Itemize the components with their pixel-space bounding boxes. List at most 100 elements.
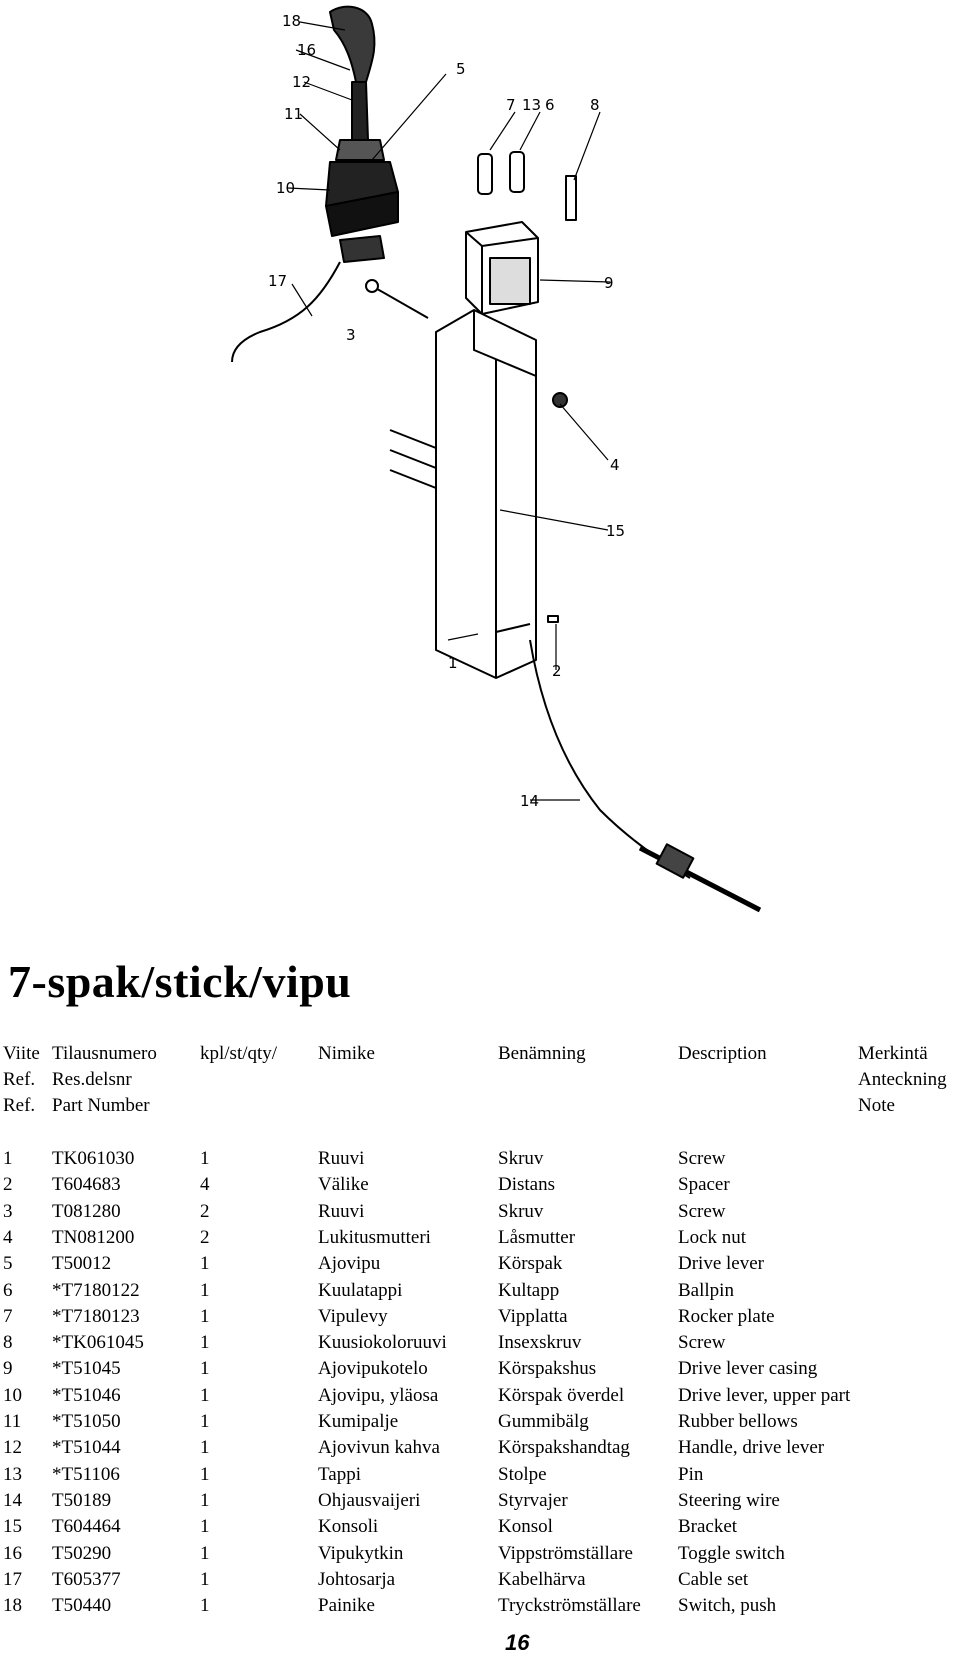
header-note: Anteckning <box>858 1069 947 1090</box>
callout-10: 10 <box>276 179 295 197</box>
part-part-number: T50189 <box>52 1489 112 1511</box>
callout-11: 11 <box>284 105 303 123</box>
part-nimike: Johtosarja <box>318 1568 396 1590</box>
part-description: Steering wire <box>678 1489 780 1511</box>
part-part-number: T50290 <box>52 1542 112 1564</box>
part-nimike: Ruuvi <box>318 1200 365 1222</box>
part-part-number: T50012 <box>52 1253 112 1275</box>
part-part-number: *T51044 <box>52 1437 121 1459</box>
part-ref: 1 <box>3 1148 13 1169</box>
header-description: Description <box>678 1043 767 1064</box>
part-qty: 2 <box>200 1200 210 1222</box>
part-part-number: *T7180123 <box>52 1305 140 1327</box>
lever-shaft <box>351 81 369 141</box>
part-benamning: Körspak överdel <box>498 1384 625 1406</box>
handle-knob <box>329 5 376 83</box>
part-description: Screw <box>678 1332 726 1354</box>
part-qty: 1 <box>200 1568 210 1590</box>
part-qty: 4 <box>200 1174 210 1196</box>
part-description: Pin <box>678 1463 704 1485</box>
part-qty: 1 <box>200 1463 210 1485</box>
part-nimike: Vipulevy <box>318 1305 388 1327</box>
part-ref: 6 <box>3 1279 13 1301</box>
part-ref: 3 <box>3 1200 13 1222</box>
callout-13: 13 <box>522 96 541 114</box>
part-benamning: Gummibälg <box>498 1411 589 1432</box>
part-description: Rubber bellows <box>678 1411 798 1432</box>
rubber-bellows <box>335 139 385 161</box>
part-nimike: Kumipalje <box>318 1411 399 1432</box>
part-benamning: Kultapp <box>498 1279 560 1301</box>
part-benamning: Vipplatta <box>498 1305 568 1327</box>
part-description: Cable set <box>678 1568 749 1590</box>
callout-7: 7 <box>506 96 516 114</box>
part-benamning: Insexskruv <box>498 1332 582 1354</box>
part-nimike: Konsoli <box>318 1516 379 1538</box>
part-ref: 9 <box>3 1358 13 1380</box>
part-part-number: T604464 <box>52 1516 121 1538</box>
callout-9: 9 <box>604 274 614 292</box>
part-benamning: Låsmutter <box>498 1226 576 1248</box>
part-ref: 15 <box>3 1516 22 1538</box>
part-description: Drive lever, upper part <box>678 1384 851 1406</box>
part-description: Screw <box>678 1148 726 1169</box>
exploded-parts-diagram: 18 16 12 11 10 17 3 5 7 13 6 8 9 4 15 1 … <box>231 5 762 913</box>
lever-collar <box>339 235 385 263</box>
header-note: Merkintä <box>858 1043 928 1064</box>
part-description: Switch, push <box>678 1595 777 1617</box>
part-description: Drive lever casing <box>678 1358 818 1380</box>
part-part-number: *T51045 <box>52 1358 121 1380</box>
part-description: Ballpin <box>678 1279 734 1301</box>
part-nimike: Ohjausvaijeri <box>318 1489 421 1511</box>
callout-12: 12 <box>292 73 311 91</box>
callout-5: 5 <box>456 60 466 78</box>
part-part-number: *T7180122 <box>52 1279 140 1301</box>
part-benamning: Tryckströmställare <box>498 1595 641 1617</box>
part-qty: 1 <box>200 1516 210 1538</box>
part-benamning: Stolpe <box>498 1463 547 1485</box>
part-nimike: Painike <box>318 1595 375 1617</box>
part-description: Rocker plate <box>678 1305 775 1327</box>
part-description: Handle, drive lever <box>678 1437 825 1459</box>
part-benamning: Körspak <box>498 1253 563 1275</box>
part-ref: 4 <box>3 1226 13 1248</box>
header-part-number: Tilausnumero <box>52 1043 157 1064</box>
part-part-number: TK061030 <box>52 1148 135 1169</box>
part-nimike: Ruuvi <box>318 1148 365 1169</box>
part-qty: 1 <box>200 1358 210 1380</box>
part-qty: 1 <box>200 1437 210 1459</box>
callout-15: 15 <box>606 522 625 540</box>
cable-set <box>231 261 341 363</box>
part-ref: 2 <box>3 1174 13 1196</box>
part-benamning: Kabelhärva <box>498 1568 586 1590</box>
part-nimike: Tappi <box>318 1463 361 1485</box>
part-ref: 8 <box>3 1332 13 1354</box>
part-qty: 2 <box>200 1226 210 1248</box>
header-nimike: Nimike <box>318 1043 375 1064</box>
part-benamning: Skruv <box>498 1200 544 1222</box>
part-ref: 14 <box>3 1489 22 1511</box>
part-part-number: *TK061045 <box>52 1332 144 1354</box>
header-benamning: Benämning <box>498 1043 586 1064</box>
part-qty: 1 <box>200 1148 210 1169</box>
part-benamning: Körspakshus <box>498 1358 597 1380</box>
callout-14: 14 <box>520 792 539 810</box>
part-part-number: *T51046 <box>52 1384 121 1406</box>
part-benamning: Styrvajer <box>498 1489 568 1511</box>
part-benamning: Vippströmställare <box>498 1542 633 1564</box>
callout-18: 18 <box>282 12 301 30</box>
part-ref: 7 <box>3 1305 13 1327</box>
callout-2: 2 <box>552 662 562 680</box>
header-part-number: Part Number <box>52 1095 150 1116</box>
part-ref: 17 <box>3 1568 22 1590</box>
part-qty: 1 <box>200 1384 210 1406</box>
part-nimike: Ajovipu, yläosa <box>318 1384 439 1406</box>
part-benamning: Konsol <box>498 1516 553 1538</box>
callout-17: 17 <box>268 272 287 290</box>
page-title: 7-spak/stick/vipu <box>8 956 352 1007</box>
part-qty: 1 <box>200 1332 210 1354</box>
header-note: Note <box>858 1095 895 1116</box>
part-ref: 5 <box>3 1253 13 1275</box>
part-ref: 12 <box>3 1437 22 1459</box>
part-description: Spacer <box>678 1174 730 1196</box>
